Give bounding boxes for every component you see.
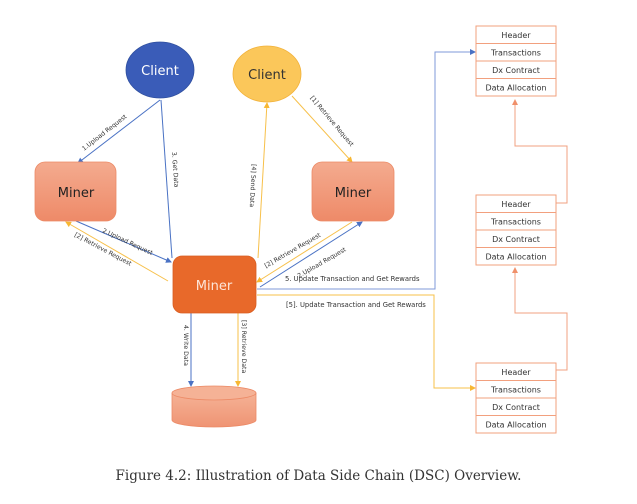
- edge-get-data: [160, 99, 173, 259]
- block-field-data-allocation: Data Allocation: [485, 84, 546, 93]
- client-retrieve-label: Client: [248, 68, 286, 83]
- edge-upload-request-2-left: [75, 220, 172, 263]
- miner-center-label: Miner: [196, 279, 233, 294]
- miner-center-node: Miner: [172, 255, 257, 314]
- miner-left-label: Miner: [58, 186, 95, 201]
- miner-right-label: Miner: [335, 186, 372, 201]
- label-upload-request-1: 1.Upload Request: [81, 113, 129, 153]
- block-field-dx-contract: Dx Contract: [492, 66, 540, 75]
- client-upload-node: Client: [125, 41, 195, 99]
- chain-link-3-to-2: [512, 267, 568, 371]
- label-update-transaction-retrieve: [5]. Update Transaction and Get Rewards: [286, 301, 426, 309]
- miner-left-node: Miner: [34, 161, 117, 222]
- client-upload-label: Client: [141, 64, 179, 79]
- block-field-header: Header: [501, 368, 531, 377]
- edge-send-data: [257, 102, 270, 259]
- edge-update-transaction: [257, 49, 476, 290]
- edge-upload-request-1: [77, 99, 161, 164]
- edge-retrieve-request-2-left: [65, 221, 169, 282]
- edge-upload-request-2-right: [259, 221, 363, 288]
- block-field-header: Header: [501, 31, 531, 40]
- block-field-header: Header: [501, 200, 531, 209]
- block-field-transactions: Transactions: [490, 49, 541, 58]
- block-field-data-allocation: Data Allocation: [485, 253, 546, 262]
- miner-right-node: Miner: [311, 161, 395, 222]
- edge-retrieve-request-1: [291, 95, 353, 163]
- figure-caption: Figure 4.2: Illustration of Data Side Ch…: [115, 468, 522, 484]
- label-write-data: 4. Write Data: [182, 325, 189, 366]
- label-update-transaction: 5. Update Transaction and Get Rewards: [285, 275, 420, 283]
- block-field-transactions: Transactions: [490, 386, 541, 395]
- edge-retrieve-request-2-right: [256, 221, 353, 283]
- block-field-cell: [475, 415, 557, 434]
- block-field-data-allocation: Data Allocation: [485, 421, 546, 430]
- label-send-data: [4] Send Data: [248, 164, 257, 208]
- client-retrieve-node: Client: [232, 45, 302, 103]
- block-field-transactions: Transactions: [490, 218, 541, 227]
- chain-link-2-to-1: [512, 99, 568, 204]
- block-field-dx-contract: Dx Contract: [492, 403, 540, 412]
- block-field-cell: [475, 247, 557, 266]
- database-node: [171, 385, 257, 428]
- label-retrieve-data: [3] Retrieve Data: [240, 320, 247, 373]
- edge-update-transaction-retrieve: [257, 294, 476, 391]
- label-get-data: 3. Get Data: [170, 152, 179, 188]
- block-field-cell: [475, 78, 557, 97]
- block-field-dx-contract: Dx Contract: [492, 235, 540, 244]
